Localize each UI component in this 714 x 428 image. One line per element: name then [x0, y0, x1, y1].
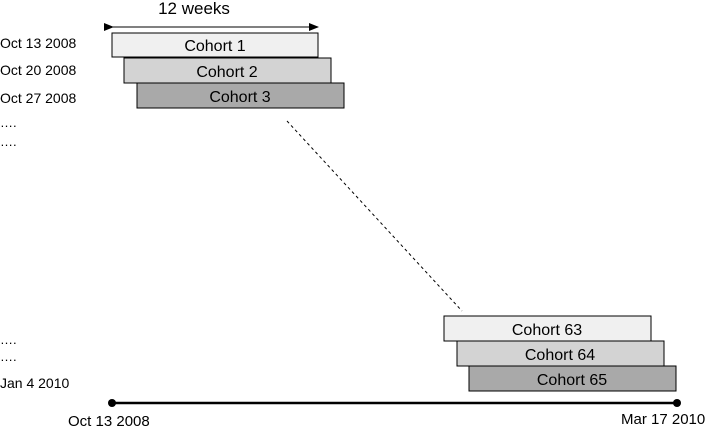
- row-label-second: Oct 20 2008: [0, 62, 76, 78]
- cohort-label: Cohort 65: [537, 372, 607, 389]
- cohort-bar: Cohort 1: [111, 32, 319, 58]
- cohort-label: Cohort 2: [196, 64, 257, 81]
- cohort-bar: Cohort 64: [456, 340, 665, 367]
- cohort-bar: Cohort 3: [136, 82, 345, 109]
- cohort-bar: Cohort 65: [468, 365, 677, 392]
- row-label-first: Oct 13 2008: [0, 35, 76, 51]
- cohort-label: Cohort 1: [184, 38, 245, 55]
- row-label-last: Jan 4 2010: [0, 375, 69, 391]
- timeline-start-label: Oct 13 2008: [68, 413, 150, 428]
- timeline-start-dot: [108, 399, 116, 407]
- timeline-end-label: Mar 17 2010: [621, 411, 705, 428]
- duration-label: 12 weeks: [158, 0, 230, 18]
- continuation-dashed-line: [286, 120, 463, 312]
- cohort-bar: Cohort 2: [123, 57, 332, 84]
- cohort-bar: Cohort 63: [443, 315, 652, 342]
- cohort-label: Cohort 3: [209, 89, 270, 106]
- row-label-third: Oct 27 2008: [0, 90, 76, 106]
- row-ellipsis: ….: [0, 134, 17, 149]
- row-ellipsis: ….: [0, 349, 17, 364]
- row-ellipsis: ….: [0, 332, 17, 347]
- timeline-end-dot: [673, 399, 681, 407]
- cohort-label: Cohort 63: [512, 322, 582, 339]
- row-ellipsis: ….: [0, 115, 17, 130]
- cohort-label: Cohort 64: [525, 347, 595, 364]
